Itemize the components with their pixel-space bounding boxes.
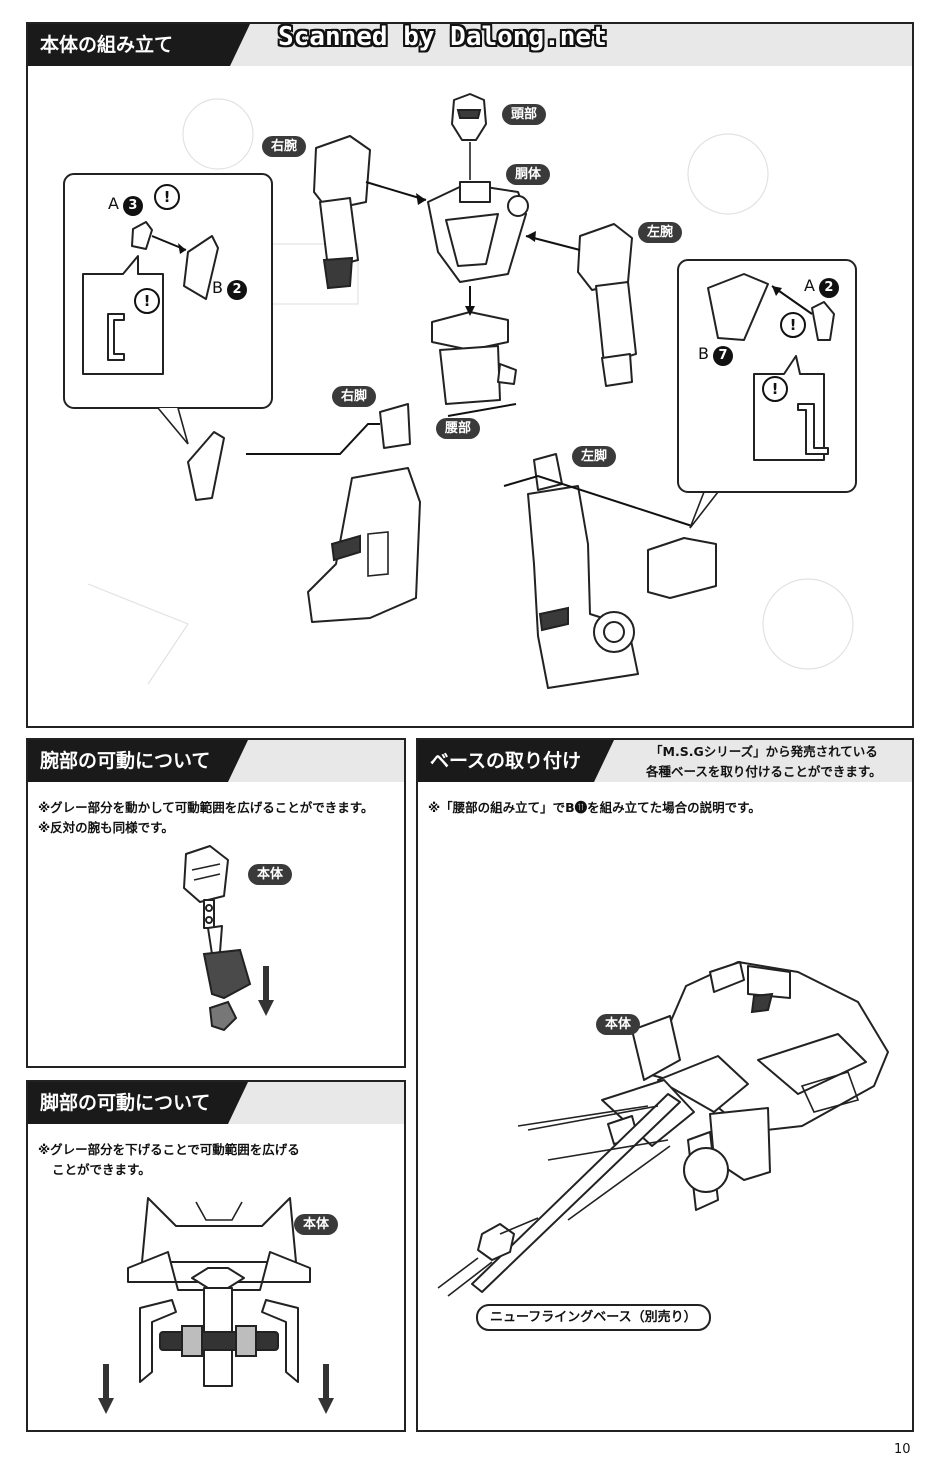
left-part-a <box>131 221 153 250</box>
left-clip <box>107 313 125 361</box>
label-torso: 胴体 <box>506 164 551 185</box>
arm-title: 腕部の可動について <box>28 740 248 782</box>
right-part-a <box>811 301 835 341</box>
warning-icon: ! <box>762 376 788 402</box>
right-part-b-letter: B <box>698 344 709 363</box>
left-leg-part <box>527 453 639 689</box>
arm-illustration <box>183 845 274 1032</box>
base-panel: ベースの取り付け 「M.S.Gシリーズ」から発売されている 各種ベースを取り付け… <box>416 738 914 1432</box>
print-through <box>87 98 854 685</box>
left-arm-part <box>525 223 637 387</box>
base-body-label: 本体 <box>596 1014 641 1035</box>
leg-note-2: ことができます。 <box>52 1162 151 1177</box>
label-waist: 腰部 <box>436 418 481 439</box>
right-part-a-letter: A <box>804 276 815 295</box>
arm-body-label: 本体 <box>248 864 293 885</box>
leg-title: 脚部の可動について <box>28 1082 248 1124</box>
assembly-panel: 本体の組み立て <box>26 22 914 728</box>
right-arm-part <box>313 135 427 290</box>
right-part-a-number: 2 <box>818 278 839 298</box>
right-part-b-number: 7 <box>712 346 733 366</box>
watermark: Scanned by Dalong.net <box>278 22 607 52</box>
leg-body-label: 本体 <box>294 1214 339 1235</box>
head-part <box>451 93 487 141</box>
left-part-b-letter: B <box>212 278 223 297</box>
label-right-leg: 右脚 <box>332 386 377 407</box>
label-left-leg: 左脚 <box>572 446 617 467</box>
right-leg-part <box>307 403 421 623</box>
left-part-a-letter: A <box>108 194 119 213</box>
assembly-title: 本体の組み立て <box>28 24 250 66</box>
base-note: ※「腰部の組み立て」でB⓫を組み立てた場合の説明です。 <box>428 800 761 815</box>
right-part-b <box>707 273 769 341</box>
left-part-b-number: 2 <box>226 280 247 300</box>
arm-note-1: ※グレー部分を動かして可動範囲を広げることができます。 <box>38 800 374 815</box>
label-right-arm: 右腕 <box>262 136 307 157</box>
arm-panel: 腕部の可動について ※グレー部分を動かして可動範囲を広げることができます。 ※反… <box>26 738 406 1068</box>
label-left-arm: 左腕 <box>638 222 683 243</box>
arm-note-2: ※反対の腕も同様です。 <box>38 820 174 835</box>
base-illustration <box>437 961 889 1297</box>
left-part-b <box>183 235 219 300</box>
assembly-illustration <box>63 93 857 689</box>
warning-icon: ! <box>134 288 160 314</box>
base-product-label: ニューフライングベース（別売り） <box>476 1304 711 1331</box>
leg-illustration <box>98 1197 334 1414</box>
torso-part <box>427 142 529 283</box>
label-head: 頭部 <box>502 104 547 125</box>
base-side-note-2: 各種ベースを取り付けることができます。 <box>646 764 882 779</box>
base-side-note-1: 「M.S.Gシリーズ」から発売されている <box>650 744 878 759</box>
leg-note-1: ※グレー部分を下げることで可動範囲を広げる <box>38 1142 300 1157</box>
waist-part <box>431 286 517 405</box>
page-number: 10 <box>894 1442 911 1457</box>
left-loose-part <box>187 431 225 501</box>
warning-icon: ! <box>780 312 806 338</box>
warning-icon: ! <box>154 184 180 210</box>
right-clip <box>797 403 829 455</box>
base-title: ベースの取り付け <box>418 740 614 782</box>
leg-panel: 脚部の可動について ※グレー部分を下げることで可動範囲を広げる ことができます。… <box>26 1080 406 1432</box>
right-loose-part <box>647 537 717 599</box>
left-part-a-number: 3 <box>122 196 143 216</box>
